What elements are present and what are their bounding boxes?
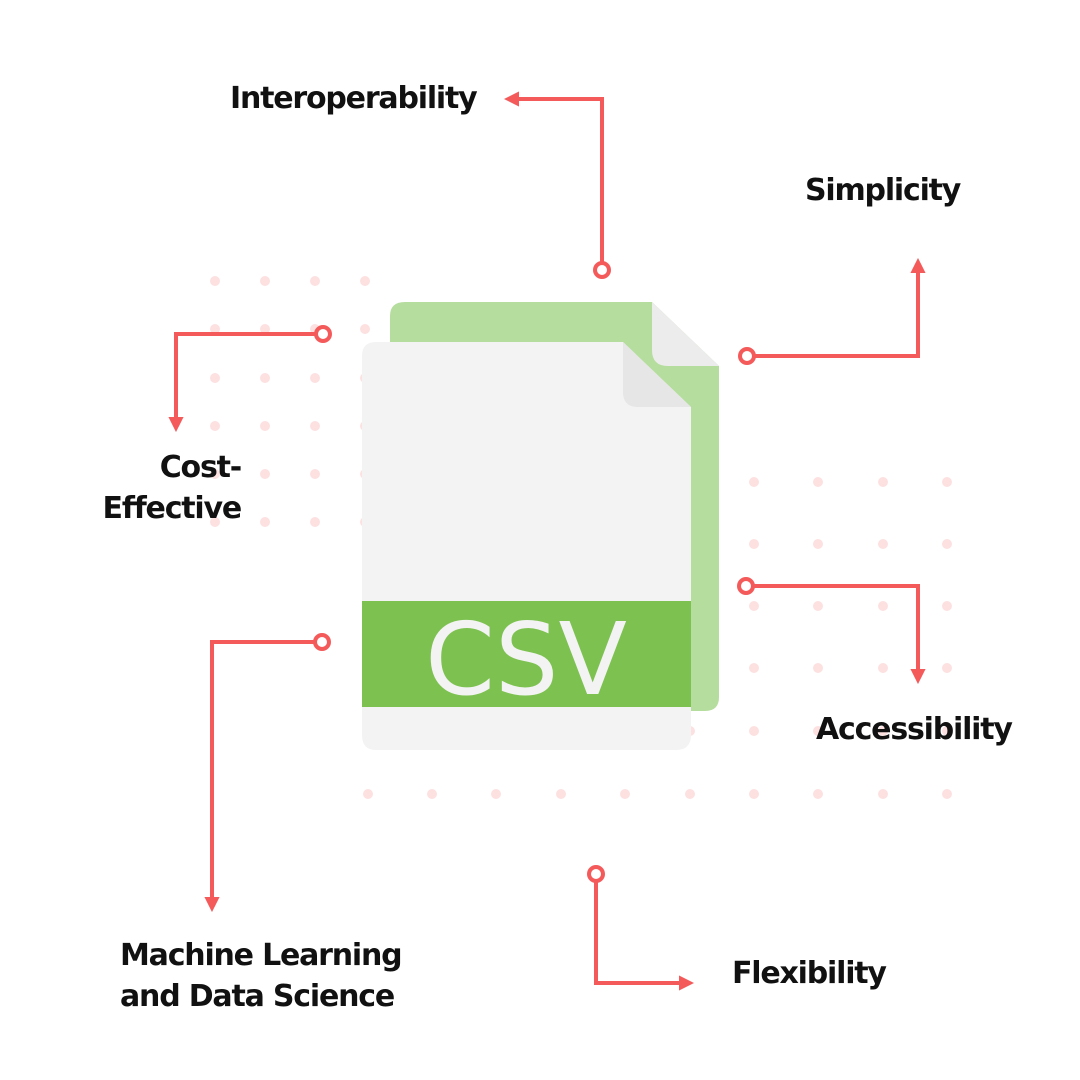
label-accessibility: Accessibility: [816, 712, 1013, 747]
dot: [310, 373, 320, 383]
dot: [813, 477, 823, 487]
dot: [878, 539, 888, 549]
dot: [813, 601, 823, 611]
dot: [310, 469, 320, 479]
dot: [210, 517, 220, 527]
dot: [427, 789, 437, 799]
dot: [878, 663, 888, 673]
dot: [942, 663, 952, 673]
dot: [749, 539, 759, 549]
dot: [210, 324, 220, 334]
dot: [749, 663, 759, 673]
label-cost-effective: Cost- Effective: [60, 447, 243, 529]
csv-band: [362, 601, 691, 707]
dot: [360, 276, 370, 286]
dot: [878, 789, 888, 799]
connector-flexibility: [594, 882, 695, 991]
file-back-fold: [652, 302, 719, 366]
label-simplicity: Simplicity: [805, 173, 961, 208]
dot: [260, 517, 270, 527]
dot: [556, 789, 566, 799]
dot: [942, 726, 952, 736]
file-front-fold: [623, 342, 691, 407]
dot: [360, 324, 370, 334]
dot: [878, 726, 888, 736]
dot: [878, 477, 888, 487]
dot: [310, 421, 320, 431]
dot: [210, 469, 220, 479]
label-cost-effective-line-1: Cost-: [159, 450, 242, 485]
dot: [878, 601, 888, 611]
dot: [685, 789, 695, 799]
connector-cost-effective: [168, 332, 315, 433]
dot: [260, 276, 270, 286]
node-ring-cost-effective: [314, 325, 332, 343]
node-ring-accessibility: [737, 577, 755, 595]
csv-text: CSV: [425, 601, 627, 718]
dot: [813, 663, 823, 673]
csv-file-icon: CSV: [362, 302, 719, 750]
dot: [942, 539, 952, 549]
dot: [620, 789, 630, 799]
dot: [813, 789, 823, 799]
connector-interoperability: [503, 91, 604, 262]
connector-machine-learning: [204, 640, 314, 913]
dot: [813, 539, 823, 549]
dot: [813, 726, 823, 736]
dot: [749, 477, 759, 487]
label-cost-effective-line-2: Effective: [102, 491, 243, 526]
label-interoperability: Interoperability: [230, 81, 478, 116]
dot: [942, 477, 952, 487]
node-ring-flexibility: [587, 865, 605, 883]
dot-grid-bottom: [363, 789, 952, 799]
node-ring-simplicity: [738, 347, 756, 365]
dot: [260, 373, 270, 383]
dot: [749, 726, 759, 736]
dot: [363, 789, 373, 799]
dot: [210, 373, 220, 383]
connector-accessibility: [754, 584, 926, 685]
dot: [491, 789, 501, 799]
dot: [310, 517, 320, 527]
dot: [749, 789, 759, 799]
dot: [310, 276, 320, 286]
dot: [942, 789, 952, 799]
dot: [210, 276, 220, 286]
node-ring-interoperability: [593, 261, 611, 279]
dot: [260, 421, 270, 431]
connector-simplicity: [755, 257, 926, 358]
dot: [749, 601, 759, 611]
dot: [260, 324, 270, 334]
dot: [210, 421, 220, 431]
label-machine-learning-line-1: Machine Learning: [120, 938, 403, 973]
dot: [260, 469, 270, 479]
dot: [942, 601, 952, 611]
label-flexibility: Flexibility: [732, 956, 887, 991]
label-machine-learning-line-2: and Data Science: [120, 979, 395, 1014]
label-machine-learning: Machine Learning and Data Science: [120, 935, 403, 1017]
node-ring-machine-learning: [313, 633, 331, 651]
dot-grid-right: [685, 477, 952, 736]
